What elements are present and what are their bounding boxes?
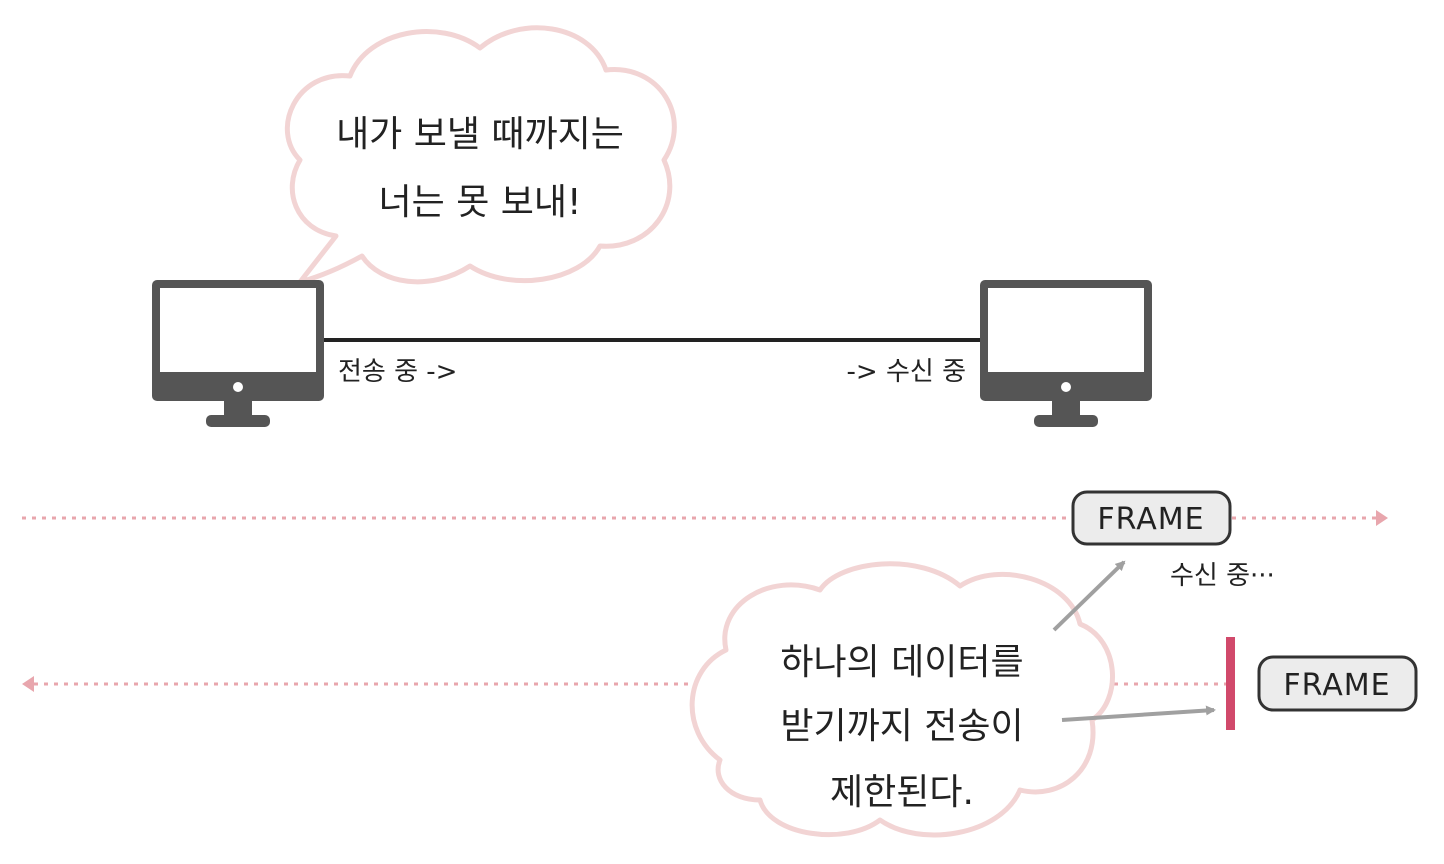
bottom-bubble-line-2: 받기까지 전송이 (780, 706, 1023, 747)
bottom-bubble-line-3: 제한된다. (830, 772, 974, 813)
receiver-computer-icon (980, 280, 1152, 427)
transmission-blocker-bar (1226, 637, 1235, 730)
sender-computer-icon (152, 280, 324, 427)
bottom-speech-bubble: 하나의 데이터를 받기까지 전송이 제한된다. (689, 561, 1115, 838)
bottom-bubble-line-1: 하나의 데이터를 (780, 642, 1023, 683)
bottom-frame-box: FRAME (1257, 655, 1418, 712)
outgoing-timeline (22, 510, 1388, 526)
receiver-status-label: -> 수신 중 (847, 357, 966, 387)
receiving-status-label: 수신 중··· (1170, 561, 1275, 591)
top-bubble-line-1: 내가 보낼 때까지는 (336, 114, 624, 155)
bottom-frame-label: FRAME (1283, 668, 1390, 703)
pointer-arrow-to-top-frame (1052, 560, 1126, 632)
top-bubble-line-2: 너는 못 보내! (379, 182, 582, 223)
top-speech-bubble: 내가 보낼 때까지는 너는 못 보내! (284, 25, 677, 285)
top-frame-label: FRAME (1097, 502, 1204, 537)
top-frame-box: FRAME (1071, 490, 1232, 546)
arrow-left-icon (22, 676, 34, 692)
pointer-arrow-to-blocker (1061, 705, 1216, 722)
sender-status-label: 전송 중 -> (338, 357, 457, 387)
arrow-right-icon (1376, 510, 1388, 526)
